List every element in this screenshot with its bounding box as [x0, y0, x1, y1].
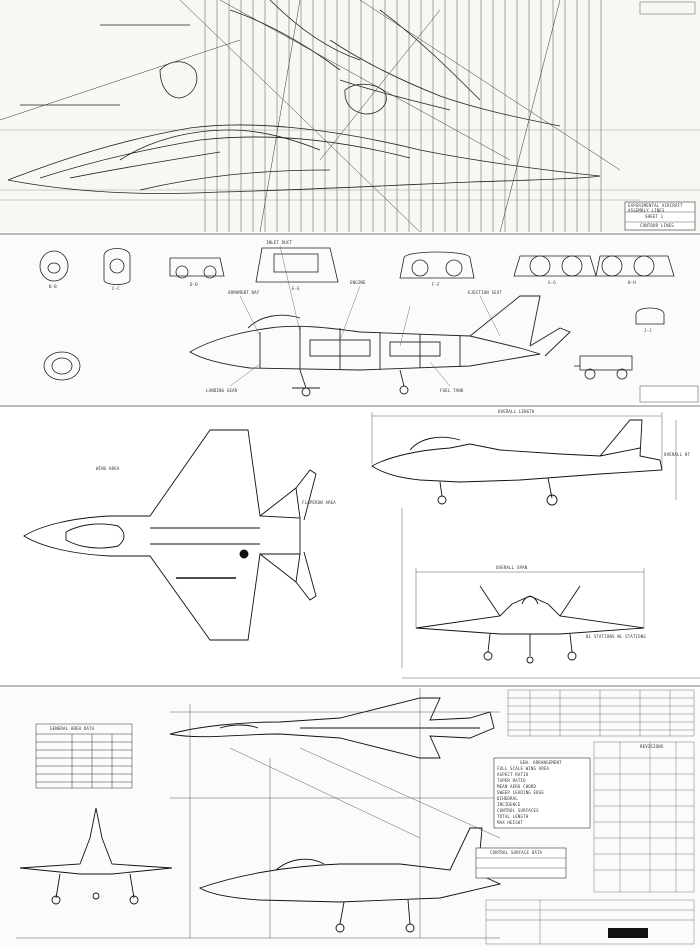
side-view: [371, 419, 663, 506]
overall-span-label: OVERALL SPAN: [496, 565, 528, 570]
plan-view: [23, 429, 317, 641]
table-title: GENERAL AREA DATA: [50, 726, 95, 731]
stations-label: BL STATIONS WL STATIONS: [586, 634, 646, 639]
title-line-4: CONTOUR LINES: [640, 223, 674, 228]
general-arrangement-sheet: GENERAL AREA DATA GEN. ARRANGEMENT FULL …: [0, 688, 700, 947]
spec-line: ASPECT RATIO: [497, 772, 529, 777]
callout: INLET DUCT: [266, 240, 293, 245]
callout: ENGINE: [350, 280, 366, 285]
spec-title: GEN. ARRANGEMENT: [520, 760, 562, 765]
flaperon-label: FLAPERON AREA: [302, 500, 336, 505]
callout: FUEL TANK: [440, 388, 464, 393]
station-lines: [204, 0, 602, 232]
spec-line: FULL SCALE WING AREA: [497, 766, 550, 771]
title-line-3: SHEET 1: [645, 214, 664, 219]
spec-line: DIHEDRAL: [497, 796, 518, 801]
spec-line: CONTROL SURFACES: [497, 808, 539, 813]
section-label: H-H: [628, 280, 636, 285]
cross-sections: [39, 247, 675, 381]
title-line-1: EXPERIMENTAL AIRCRAFT: [628, 203, 683, 208]
fuselage-contours: [7, 0, 601, 194]
spec-line: INCIDENCE: [497, 802, 521, 807]
callout: ARMAMENT BAY: [228, 290, 260, 295]
section-label: C-C: [112, 286, 120, 291]
title-line-2: ASSEMBLY LINES: [628, 208, 665, 213]
inboard-fuselage: [189, 295, 571, 397]
sheet-divider-3: [0, 685, 700, 687]
revision-grid-title: REVISIONS: [640, 744, 664, 749]
spec-line: TAPER RATIO: [497, 778, 526, 783]
spec-line: SWEEP LEADING EDGE: [497, 790, 544, 795]
spec-line: MAX HEIGHT: [497, 820, 524, 825]
general-arrangement-drawing: [0, 688, 700, 947]
sheet-divider-1: [0, 233, 700, 235]
section-label: E-E: [292, 286, 300, 291]
section-label: B-B: [49, 284, 57, 289]
overall-height-label: OVERALL HT: [664, 452, 691, 457]
callout: LANDING GEAR: [206, 388, 238, 393]
inboard-profile-sheet: B-B C-C D-D E-E F-F G-G H-H J-J ARMAMENT…: [0, 236, 700, 404]
spec-line: MEAN AERO CHORD: [497, 784, 537, 789]
lofting-drawing: [0, 0, 700, 232]
spec-line: TOTAL LENGTH: [497, 814, 529, 819]
section-label: D-D: [190, 282, 198, 287]
sheet-divider-2: [0, 405, 700, 407]
lofting-sheet: EXPERIMENTAL AIRCRAFT ASSEMBLY LINES SHE…: [0, 0, 700, 232]
area-data-table: [35, 723, 133, 789]
section-label: F-F: [432, 282, 440, 287]
overall-length-label: OVERALL LENGTH: [498, 409, 535, 414]
control-surface-title: CONTROL SURFACE DATA: [490, 850, 543, 855]
revision-grid: [485, 689, 695, 945]
ga-plan-view: [169, 697, 495, 759]
ga-front-view: [19, 807, 173, 905]
three-view-sheet: OVERALL LENGTH OVERALL SPAN OVERALL HT W…: [0, 408, 700, 684]
wing-area-label: WING AREA: [96, 466, 120, 471]
callout: EJECTION SEAT: [468, 290, 502, 295]
section-label: G-G: [548, 280, 556, 285]
section-label: J-J: [644, 328, 652, 333]
inboard-profile-drawing: [0, 236, 700, 404]
ga-side-view: [198, 827, 502, 933]
front-view: [415, 585, 645, 664]
three-view-drawing: [0, 408, 700, 684]
